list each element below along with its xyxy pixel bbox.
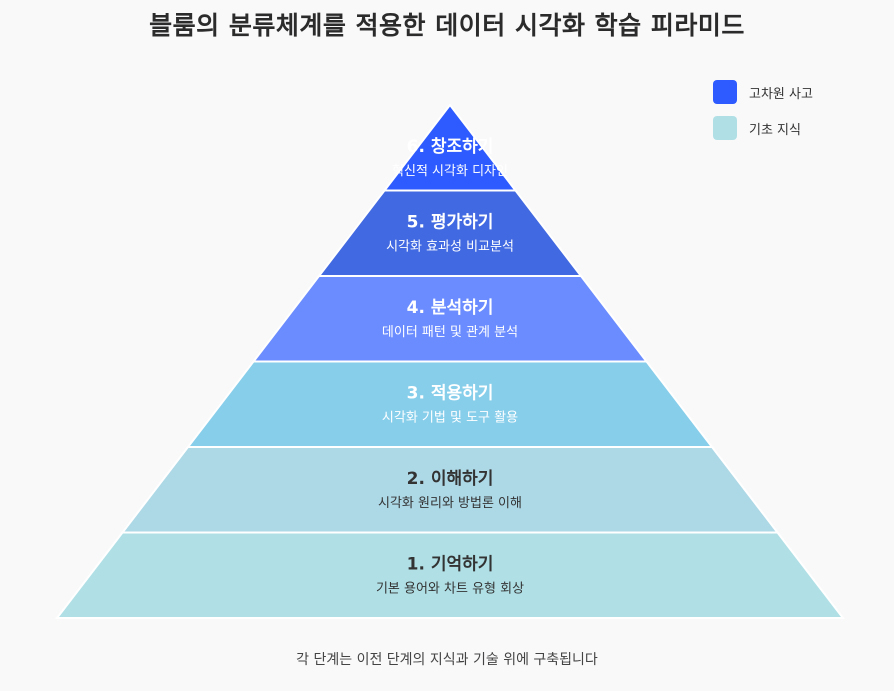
level-title: 3. 적용하기 <box>407 383 494 403</box>
pyramid-level-3 <box>185 360 715 448</box>
level-subtitle: 혁신적 시각화 디자인 <box>392 164 508 179</box>
pyramid-level-4 <box>251 275 649 363</box>
legend-swatch-higher-thinking <box>713 80 737 104</box>
legend-label: 고차원 사고 <box>749 86 813 102</box>
legend-item-higher-thinking: 고차원 사고 <box>713 80 813 104</box>
page-title: 블룸의 분류체계를 적용한 데이터 시각화 학습 피라미드 <box>149 11 745 40</box>
footer-note: 각 단계는 이전 단계의 지식과 기술 위에 구축됩니다 <box>296 652 598 668</box>
pyramid-level-1 <box>54 531 846 619</box>
legend: 고차원 사고 기초 지식 <box>713 80 813 152</box>
level-subtitle: 시각화 원리와 방법론 이해 <box>378 496 522 511</box>
level-title: 1. 기억하기 <box>407 554 494 574</box>
level-subtitle: 시각화 효과성 비교분석 <box>386 239 514 254</box>
level-title: 2. 이해하기 <box>407 469 494 489</box>
level-title: 4. 분석하기 <box>407 298 494 318</box>
level-subtitle: 시각화 기법 및 도구 활용 <box>382 410 518 425</box>
level-title: 5. 평가하기 <box>407 212 494 232</box>
level-title: 6. 창조하기 <box>407 137 494 157</box>
legend-item-basic-knowledge: 기초 지식 <box>713 116 813 140</box>
level-subtitle: 데이터 패턴 및 관계 분석 <box>382 325 518 340</box>
level-subtitle: 기본 용어와 차트 유형 회상 <box>376 581 524 596</box>
legend-swatch-basic-knowledge <box>713 116 737 140</box>
pyramid-level-5 <box>316 189 584 277</box>
pyramid-level-2 <box>120 446 780 534</box>
legend-label: 기초 지식 <box>749 122 801 138</box>
